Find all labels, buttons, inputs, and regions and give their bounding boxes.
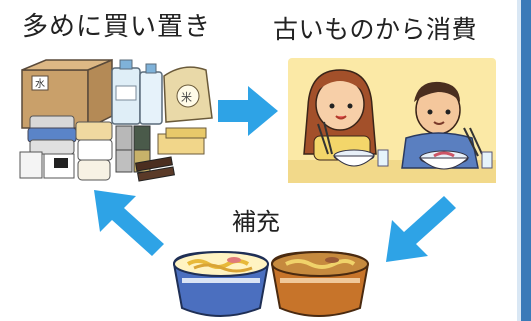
- consume-label: 古いものから消費: [273, 15, 478, 44]
- instant-noodle-cups-icon: [172, 250, 370, 317]
- stockpile-of-food-icon: 水 米: [19, 58, 213, 182]
- arrow-right-icon: [218, 86, 278, 136]
- frame-edge: [517, 0, 531, 321]
- arrow-up-left-icon: [94, 190, 164, 256]
- arrow-down-left-icon: [386, 196, 456, 262]
- svg-text:米: 米: [181, 91, 192, 104]
- refill-label: 補充: [232, 208, 280, 236]
- svg-text:水: 水: [35, 78, 45, 90]
- people-eating-noodles-icon: [288, 58, 496, 183]
- stock-label: 多めに買い置き: [22, 12, 212, 42]
